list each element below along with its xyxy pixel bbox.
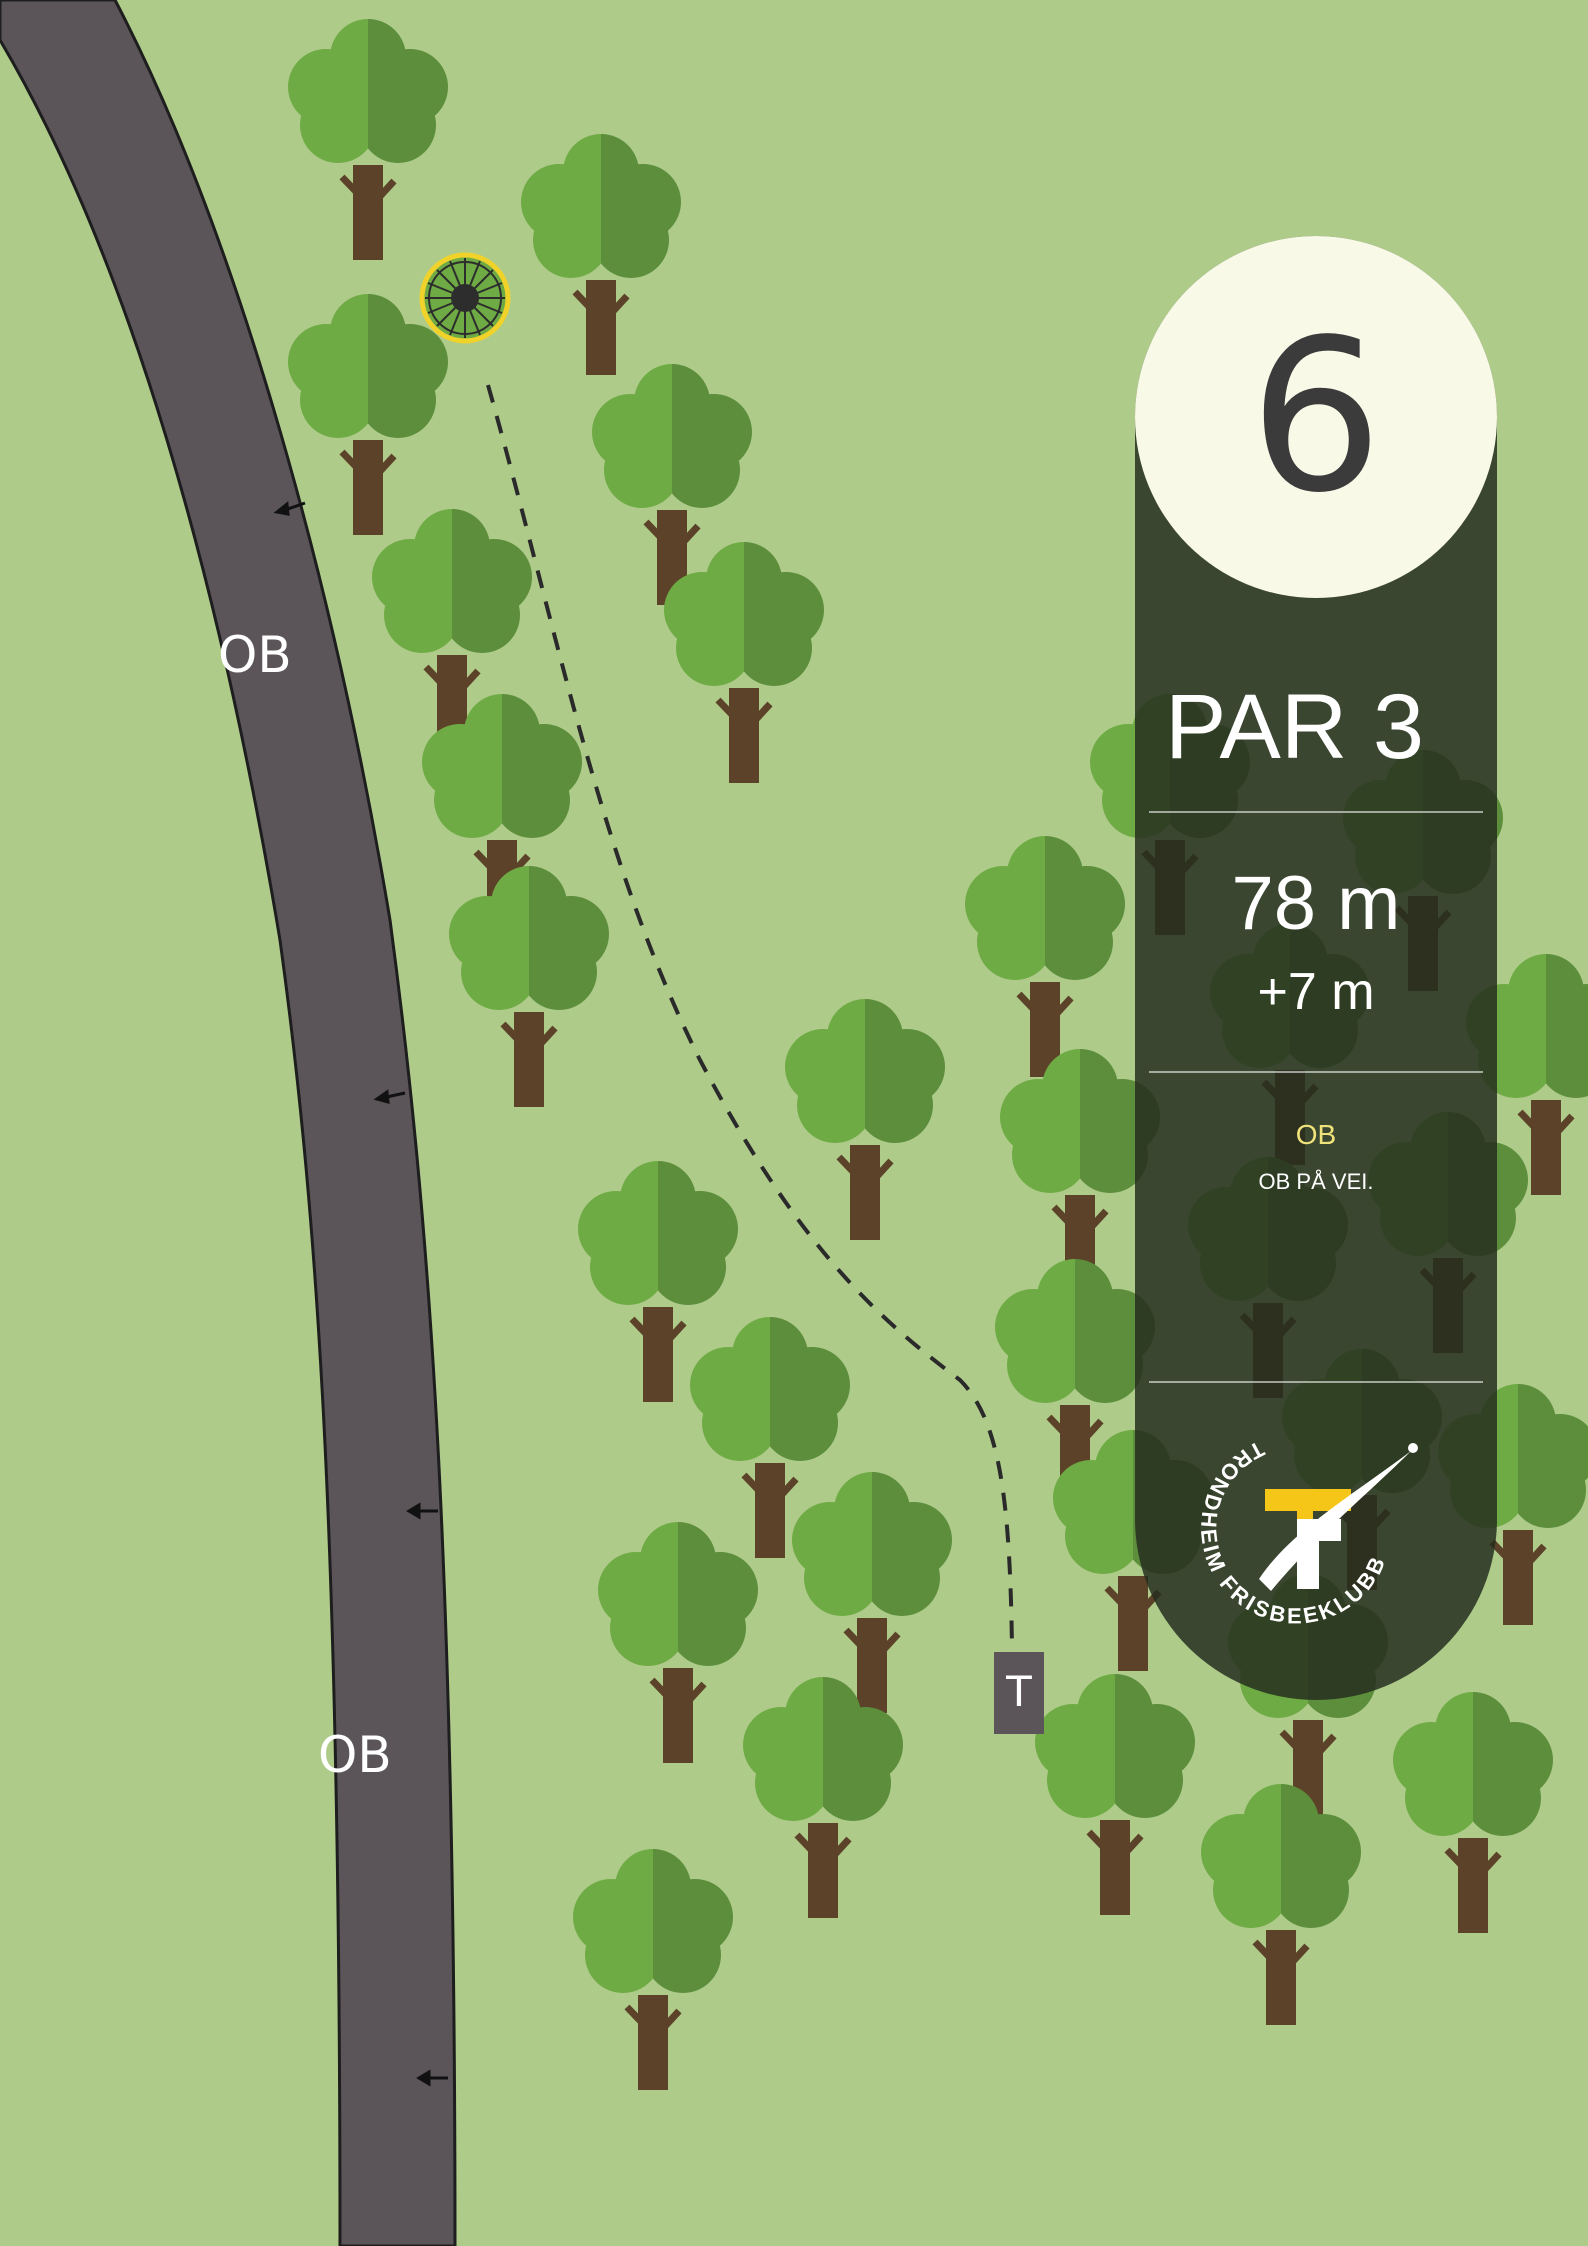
ob-direction-arrow-icon xyxy=(373,1089,406,1105)
hole-number-badge: 6 xyxy=(1135,236,1497,598)
ob-direction-arrow-icon xyxy=(406,1502,438,1520)
ob-direction-arrow-icon xyxy=(416,2069,448,2087)
club-name: TRONDHEIM FRISBEEKLUBB xyxy=(1201,1436,1388,1628)
par-text: PAR 3 xyxy=(1165,676,1425,778)
elevation-text: +7 m xyxy=(1257,963,1375,1021)
divider-3 xyxy=(1149,1381,1483,1383)
ob-direction-arrow-icon xyxy=(273,501,306,516)
divider-2 xyxy=(1149,1071,1483,1073)
ob-label-upper: OB xyxy=(218,626,292,684)
basket-icon[interactable] xyxy=(419,252,511,344)
svg-text:TRONDHEIM FRISBEEKLUBB: TRONDHEIM FRISBEEKLUBB xyxy=(1201,1436,1391,1628)
tee-label: T xyxy=(1005,1667,1032,1716)
ob-label-lower: OB xyxy=(318,1726,392,1784)
club-logo-icon: TRONDHEIM FRISBEEKLUBB xyxy=(1201,1436,1418,1628)
ob-rule-text: OB PÅ VEI. xyxy=(1258,1169,1374,1194)
distance-text: 78 m xyxy=(1231,861,1401,946)
flight-path xyxy=(486,384,1014,1649)
road xyxy=(0,0,457,2246)
hole-number: 6 xyxy=(1249,294,1383,539)
divider-1 xyxy=(1149,811,1483,813)
hole-info-panel: 6 PAR 3 78 m +7 m OB OB PÅ VEI. TRONDHEI… xyxy=(1135,236,1497,1700)
tee-pad-icon[interactable]: T xyxy=(994,1652,1044,1734)
ob-heading: OB xyxy=(1295,1119,1337,1150)
